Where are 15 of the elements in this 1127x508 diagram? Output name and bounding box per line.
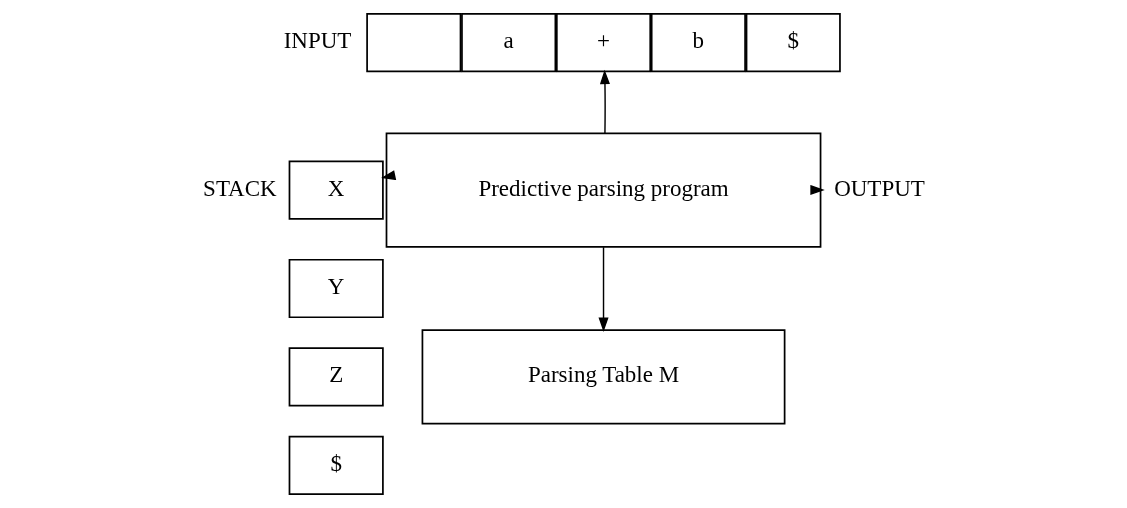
node-box: Z [288,347,384,407]
label: INPUT [283,28,351,54]
node-box: a [460,13,556,73]
node-box: b [650,13,746,73]
label: STACK [202,175,277,201]
node-box: + [555,13,651,73]
node-box [365,13,461,73]
node-box: $ [745,13,841,73]
node-box: Y [288,258,384,319]
arrow [598,246,609,332]
node-box: X [288,160,384,220]
node-box: $ [288,435,384,495]
node-text: OUTPUT [833,175,925,201]
node-box: Parsing Table M [421,329,785,425]
arrow [599,69,610,134]
